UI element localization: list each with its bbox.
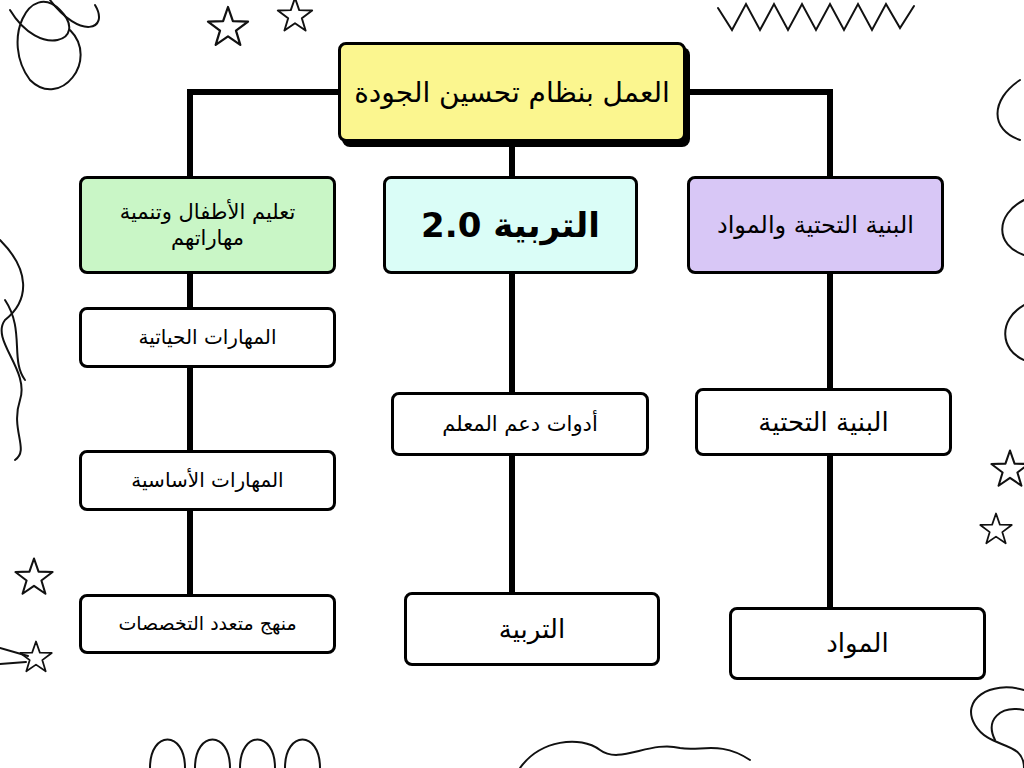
node-label: التربية bbox=[499, 613, 565, 646]
root-box: العمل بنظام تحسين الجودة bbox=[338, 42, 686, 142]
node-label: البنية التحتية bbox=[758, 406, 888, 439]
connector-line bbox=[190, 92, 338, 176]
category-box: البنية التحتية والمواد bbox=[687, 176, 944, 274]
item-box: منهج متعدد التخصصات bbox=[79, 594, 336, 654]
connector-line bbox=[827, 456, 833, 607]
star-doodles bbox=[15, 0, 1024, 671]
connector-line bbox=[686, 92, 830, 176]
item-box: المهارات الحياتية bbox=[79, 307, 336, 368]
connector-line bbox=[187, 274, 193, 307]
item-box: المواد bbox=[729, 607, 986, 680]
category-box: تعليم الأطفال وتنمية مهاراتهم bbox=[79, 176, 336, 274]
node-label: منهج متعدد التخصصات bbox=[118, 612, 296, 636]
connector-line bbox=[509, 274, 515, 392]
node-label: المواد bbox=[826, 627, 888, 660]
connector-line bbox=[187, 368, 193, 450]
node-label: المهارات الأساسية bbox=[131, 468, 283, 493]
node-label: العمل بنظام تحسين الجودة bbox=[354, 75, 670, 110]
connector-line bbox=[827, 274, 833, 388]
node-label: أدوات دعم المعلم bbox=[442, 411, 598, 437]
connector-line bbox=[509, 142, 515, 176]
node-label: المهارات الحياتية bbox=[139, 325, 277, 350]
item-box: المهارات الأساسية bbox=[79, 450, 336, 511]
category-box: التربية 2.0 bbox=[383, 176, 638, 274]
connector-line bbox=[509, 456, 515, 592]
item-box: التربية bbox=[404, 592, 660, 666]
connector-line bbox=[187, 511, 193, 594]
item-box: البنية التحتية bbox=[695, 388, 952, 456]
node-label: التربية 2.0 bbox=[421, 204, 600, 247]
node-label: البنية التحتية والمواد bbox=[717, 210, 914, 240]
node-label: تعليم الأطفال وتنمية مهاراتهم bbox=[92, 199, 323, 252]
item-box: أدوات دعم المعلم bbox=[391, 392, 649, 456]
